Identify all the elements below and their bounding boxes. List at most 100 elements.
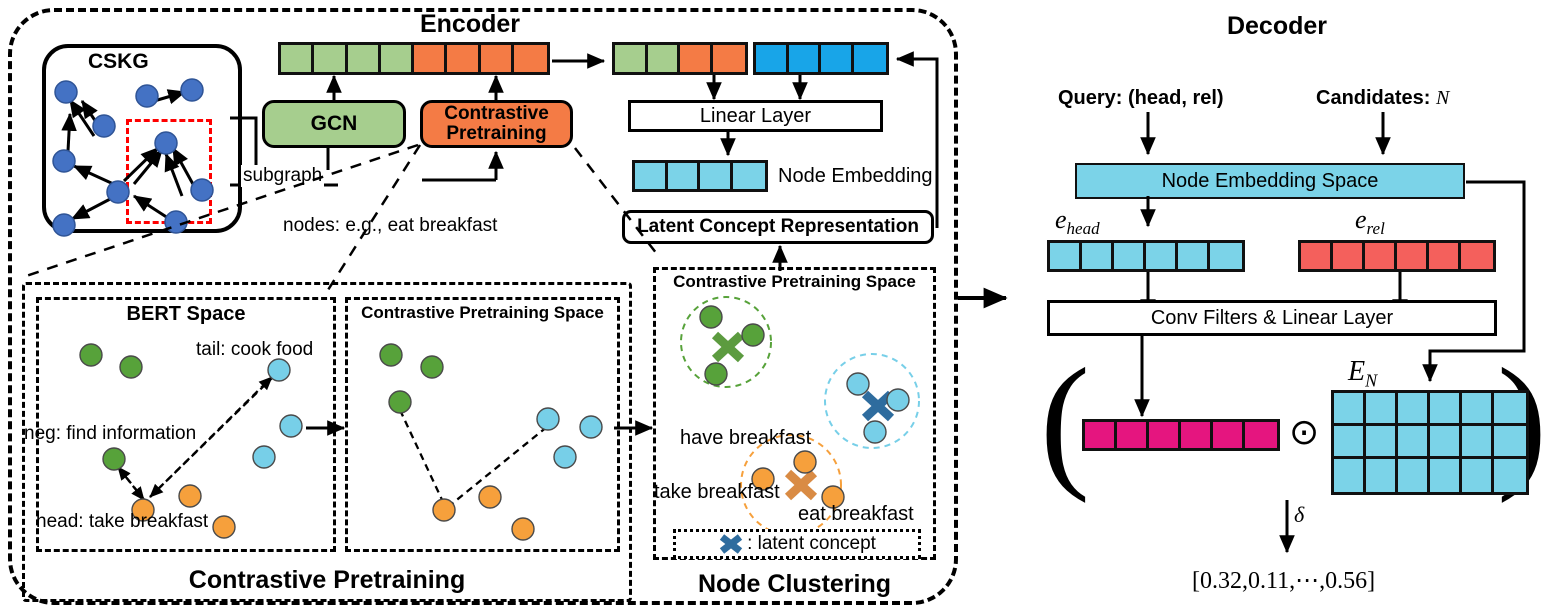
- vector-cell-red: [1333, 243, 1366, 269]
- matrix-cell: [1398, 459, 1430, 492]
- matrix-cell: [1366, 459, 1398, 492]
- latent-concept-legend-label: : latent concept: [747, 533, 876, 554]
- bert-neg-label: neg: find information: [24, 423, 197, 444]
- vector-cell-magenta: [1181, 422, 1214, 448]
- matrix-cell: [1334, 459, 1366, 492]
- latent-concept-cross-icon: [719, 534, 743, 554]
- linear-layer-label: Linear Layer: [699, 104, 812, 127]
- vector-cell-lightblue: [1146, 243, 1179, 269]
- vector-cell-lightblue: [667, 163, 701, 189]
- bert-to-cp-arrow: [306, 420, 346, 436]
- node-embedding-space-label: Node Embedding Space: [1161, 169, 1379, 192]
- zoom-leader-lines: [19, 143, 661, 291]
- linear-layer-box[interactable]: Linear Layer: [628, 100, 883, 132]
- vector-cell-green: [380, 45, 415, 72]
- vector-cell-orange: [712, 45, 745, 72]
- vector-cell-magenta: [1085, 422, 1118, 448]
- node-embedding-space-box[interactable]: Node Embedding Space: [1075, 163, 1465, 199]
- matrix-cell: [1430, 393, 1462, 426]
- matrix-cell: [1494, 459, 1526, 492]
- gcn-label: GCN: [310, 111, 358, 135]
- encoder-panel: [8, 8, 958, 605]
- vector-cell-lightblue: [1114, 243, 1147, 269]
- vector-cell-green: [647, 45, 681, 72]
- decoder-input-arrows: [1140, 112, 1391, 156]
- latent-feedback-arrow: [895, 51, 939, 228]
- bert-tail-label: tail: cook food: [196, 339, 314, 360]
- hadamard-icon: ⊙: [1289, 411, 1320, 452]
- e-rel-base: e: [1355, 205, 1367, 234]
- candidates-label: Candidates: N: [1316, 87, 1449, 110]
- vector-cell-red: [1301, 243, 1334, 269]
- en-label: EN: [1348, 356, 1377, 392]
- eat-breakfast-label: eat breakfast: [798, 503, 914, 525]
- decoder-title: Decoder: [1226, 12, 1328, 40]
- vector-cell-magenta: [1149, 422, 1182, 448]
- contrastive-label-line1: Contrastive: [444, 103, 549, 125]
- vector-cell-red: [1461, 243, 1493, 269]
- conv-output-arrow: [1134, 336, 1150, 418]
- output-vector-label: [0.32,0.11,⋯,0.56]: [1192, 568, 1376, 594]
- vector-cell-lightblue: [1082, 243, 1115, 269]
- score-vector: [1082, 419, 1280, 451]
- vector-cell-red: [1429, 243, 1462, 269]
- en-matrix: [1331, 390, 1529, 495]
- encoder-up-arrows: [326, 74, 504, 182]
- cp-space-plot: [379, 343, 603, 541]
- delta-output-arrow: [1279, 500, 1295, 554]
- subgraph-label: subgraph: [241, 165, 325, 187]
- contrastive-pretraining-box[interactable]: Contrastive Pretraining: [420, 100, 573, 148]
- e-rel-label: erel: [1355, 205, 1385, 239]
- candidates-prefix: Candidates:: [1316, 87, 1431, 109]
- e-head-subscript: head: [1066, 219, 1100, 239]
- gcn-box[interactable]: GCN: [262, 100, 406, 148]
- vector-cell-magenta: [1213, 422, 1246, 448]
- node-clustering-space-title: Contrastive Pretraining Space: [673, 272, 916, 291]
- encoder-linear-arrows: [706, 75, 808, 157]
- vector-flow-arrow: [552, 53, 606, 69]
- matrix-cell: [1334, 393, 1366, 426]
- e-head-base: e: [1055, 205, 1067, 234]
- latent-concept-box[interactable]: Latent Concept Representation: [622, 210, 934, 244]
- vector-cell-blue: [788, 45, 822, 72]
- take-breakfast-label: take breakfast: [654, 481, 780, 503]
- matrix-cell: [1462, 459, 1494, 492]
- vector-cell-green: [281, 45, 315, 72]
- vector-cell-orange: [480, 45, 514, 72]
- e-rel-subscript: rel: [1366, 219, 1385, 239]
- en-subscript: N: [1365, 370, 1378, 391]
- e-rel-vector: [1298, 240, 1496, 272]
- vector-cell-orange: [680, 45, 713, 72]
- matrix-cell: [1494, 393, 1526, 426]
- clustering-to-latent-arrow: [772, 244, 788, 271]
- cp-space-title: Contrastive Pretraining Space: [361, 303, 604, 322]
- cp-space-box: [345, 297, 620, 552]
- vector-cell-green: [347, 45, 381, 72]
- vector-cell-lightblue: [1178, 243, 1211, 269]
- matrix-cell: [1398, 426, 1430, 459]
- vector-cell-magenta: [1245, 422, 1277, 448]
- matrix-cell: [1462, 426, 1494, 459]
- en-base: E: [1348, 356, 1366, 387]
- vector-cell-red: [1397, 243, 1430, 269]
- vector-cell-lightblue: [700, 163, 733, 189]
- encoder-to-decoder-arrow: [958, 287, 1008, 309]
- node-embedding-to-en-path: [1422, 180, 1526, 383]
- vector-cell-green: [615, 45, 648, 72]
- conv-linear-layer-box[interactable]: Conv Filters & Linear Layer: [1047, 300, 1497, 336]
- nodes-example-label: nodes: e.g., eat breakfast: [283, 215, 498, 236]
- vector-cell-blue: [756, 45, 789, 72]
- e-head-vector: [1047, 240, 1245, 272]
- have-breakfast-label: have breakfast: [680, 427, 812, 449]
- matrix-cell: [1398, 393, 1430, 426]
- left-paren: (: [1040, 338, 1090, 504]
- contrastive-pretraining-section-title: Contrastive Pretraining: [188, 566, 466, 594]
- matrix-cell: [1366, 393, 1398, 426]
- matrix-cell: [1430, 426, 1462, 459]
- matrix-cell: [1462, 393, 1494, 426]
- vector-cell-lightblue: [635, 163, 668, 189]
- vector-cell-red: [1365, 243, 1398, 269]
- node-clustering-section-title: Node Clustering: [697, 570, 892, 598]
- latent-concept-label: Latent Concept Representation: [637, 216, 919, 237]
- vector-cell-magenta: [1117, 422, 1150, 448]
